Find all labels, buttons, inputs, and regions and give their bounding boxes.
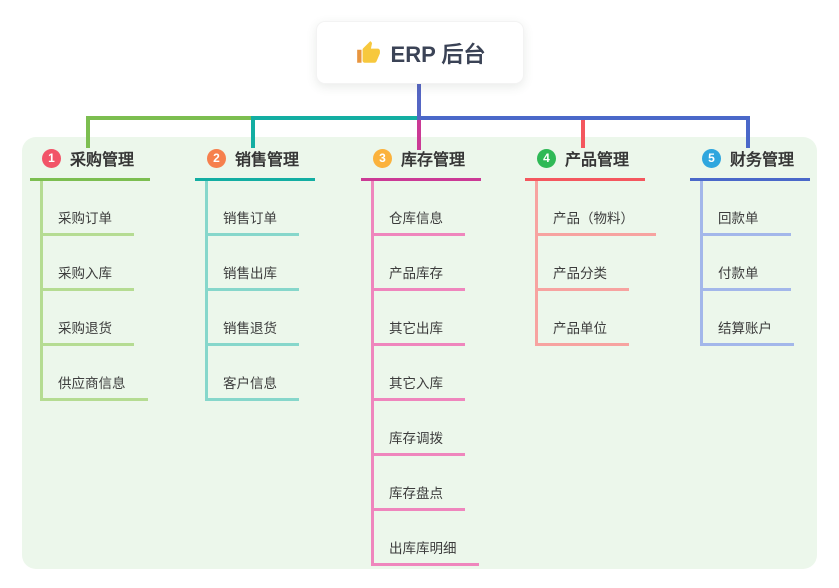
child-node[interactable]: 其它入库: [374, 346, 465, 401]
child-node[interactable]: 回款单: [703, 181, 791, 236]
branch-node-5[interactable]: 5 财务管理: [690, 144, 810, 181]
child-node[interactable]: 采购入库: [43, 236, 134, 291]
branch-badge-4: 4: [537, 148, 556, 168]
branch-column-1: 1 采购管理采购订单采购入库采购退货供应商信息: [30, 144, 150, 401]
branch-title: 采购管理: [70, 152, 135, 169]
child-node[interactable]: 客户信息: [208, 346, 299, 401]
connector-drop-branch5: [746, 116, 750, 148]
branch-column-3: 3 库存管理仓库信息产品库存其它出库其它入库库存调拨库存盘点出库库明细: [361, 144, 481, 566]
branch-node-1[interactable]: 1 采购管理: [30, 144, 150, 181]
child-node[interactable]: 付款单: [703, 236, 791, 291]
connector-drop-branch1: [86, 116, 90, 148]
branch-title: 财务管理: [730, 152, 795, 169]
connector-drop-branch2: [251, 116, 255, 148]
branch-children-4: 产品（物料）产品分类产品单位: [535, 181, 656, 346]
child-node[interactable]: 产品（物料）: [538, 181, 656, 236]
child-node[interactable]: 其它出库: [374, 291, 465, 346]
branch-node-3[interactable]: 3 库存管理: [361, 144, 481, 181]
branch-column-4: 4 产品管理产品（物料）产品分类产品单位: [525, 144, 656, 346]
branch-badge-3: 3: [373, 148, 392, 168]
connector-drop-branch3: [417, 116, 421, 150]
branch-title: 库存管理: [401, 152, 466, 169]
branch-badge-5: 5: [702, 148, 721, 168]
branch-node-2[interactable]: 2 销售管理: [195, 144, 315, 181]
branch-badge-2: 2: [207, 148, 226, 168]
child-node[interactable]: 产品库存: [374, 236, 465, 291]
connector-bus-branch2: [251, 116, 421, 120]
branch-title: 产品管理: [565, 152, 630, 169]
child-node[interactable]: 销售订单: [208, 181, 299, 236]
child-node[interactable]: 库存盘点: [374, 456, 465, 511]
child-node[interactable]: 产品单位: [538, 291, 629, 346]
root-node-erp[interactable]: ERP 后台: [316, 21, 524, 84]
branch-title: 销售管理: [235, 152, 300, 169]
child-node[interactable]: 采购退货: [43, 291, 134, 346]
child-node[interactable]: 产品分类: [538, 236, 629, 291]
thumbs-up-icon: [355, 40, 381, 66]
branch-children-5: 回款单付款单结算账户: [700, 181, 810, 346]
child-node[interactable]: 供应商信息: [43, 346, 148, 401]
child-node[interactable]: 仓库信息: [374, 181, 465, 236]
connector-bus-branch5: [417, 116, 750, 120]
branch-children-3: 仓库信息产品库存其它出库其它入库库存调拨库存盘点出库库明细: [371, 181, 481, 566]
connector-drop-branch4: [581, 116, 585, 148]
branch-column-5: 5 财务管理回款单付款单结算账户: [690, 144, 810, 346]
branch-children-2: 销售订单销售出库销售退货客户信息: [205, 181, 315, 401]
child-node[interactable]: 库存调拨: [374, 401, 465, 456]
child-node[interactable]: 采购订单: [43, 181, 134, 236]
connector-root-vertical: [417, 84, 421, 120]
child-node[interactable]: 销售退货: [208, 291, 299, 346]
root-node-title: ERP 后台: [390, 41, 486, 67]
child-node[interactable]: 销售出库: [208, 236, 299, 291]
mindmap-panel: [22, 137, 817, 569]
branch-node-4[interactable]: 4 产品管理: [525, 144, 645, 181]
branch-children-1: 采购订单采购入库采购退货供应商信息: [40, 181, 150, 401]
branch-badge-1: 1: [42, 148, 61, 168]
child-node[interactable]: 结算账户: [703, 291, 794, 346]
branch-column-2: 2 销售管理销售订单销售出库销售退货客户信息: [195, 144, 315, 401]
child-node[interactable]: 出库库明细: [374, 511, 479, 566]
